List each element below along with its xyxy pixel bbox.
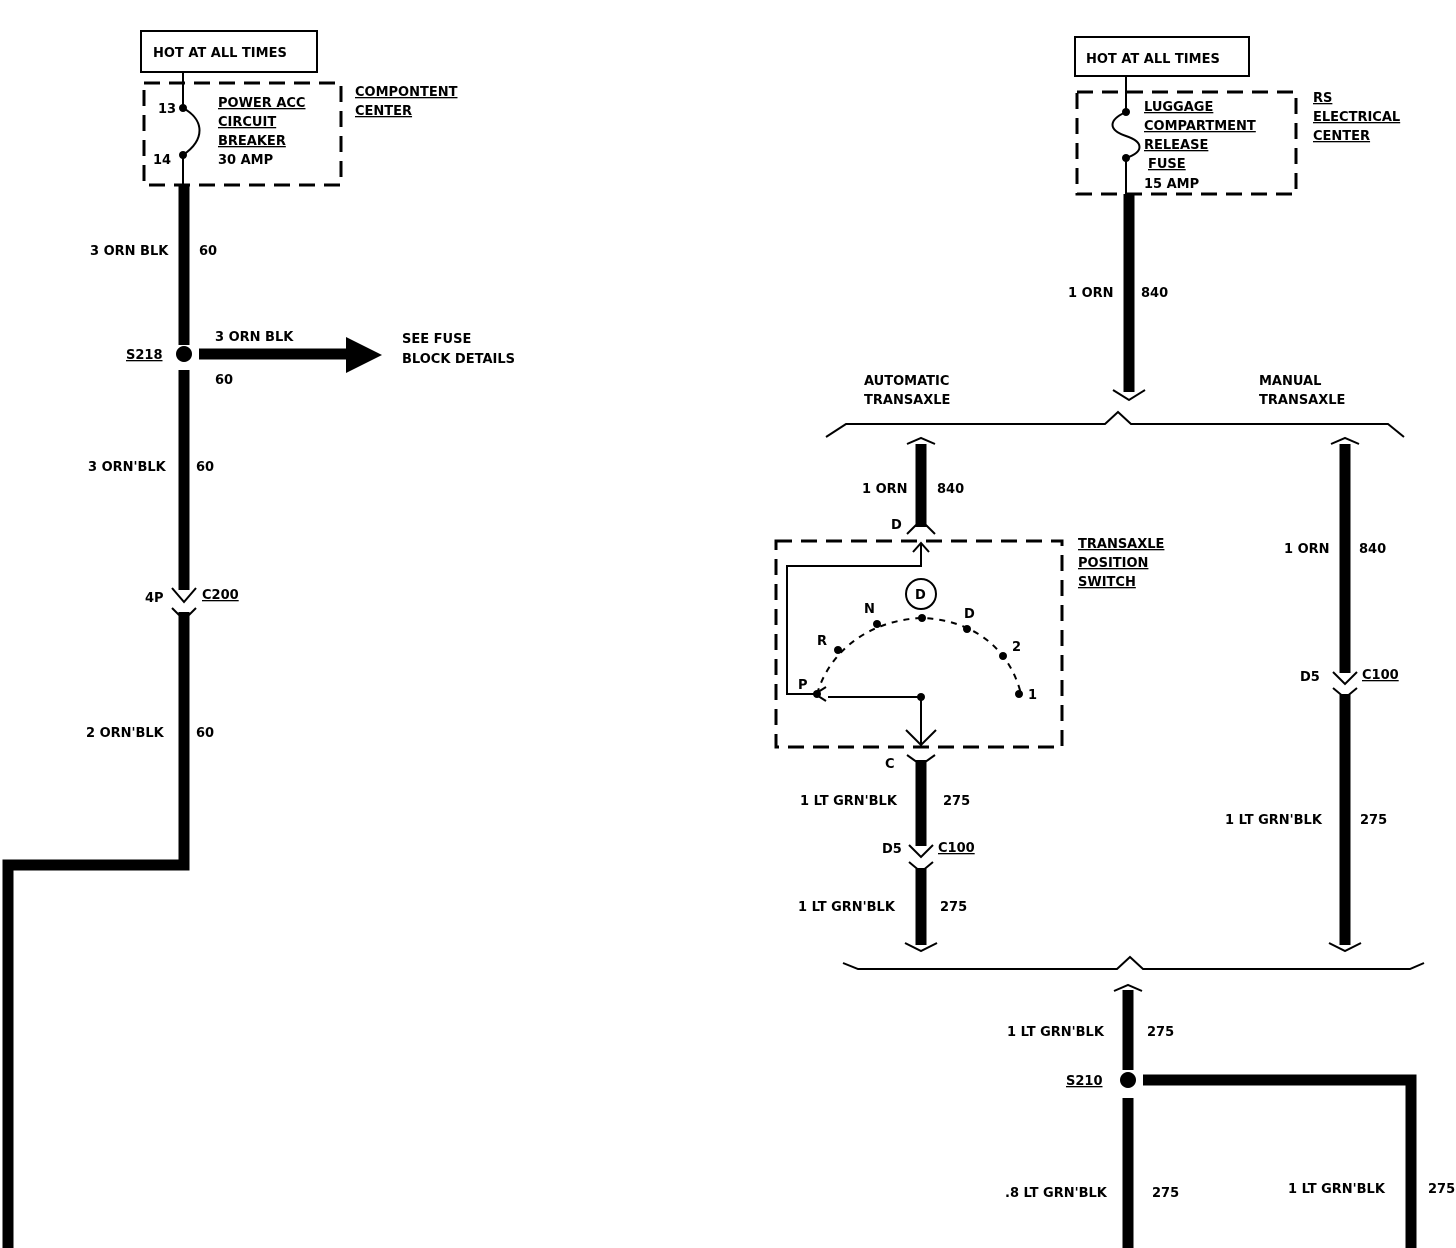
fuse-line-3: RELEASE	[1144, 138, 1208, 153]
right-source-box	[1074, 36, 1250, 77]
left-source-box	[140, 30, 318, 73]
auto-wire1-color: 1 ORN	[862, 482, 908, 497]
out-left-color: .8 LT GRN'BLK	[1005, 1186, 1108, 1201]
selected-position-circle	[905, 578, 937, 610]
auto-wire3-color: 1 LT GRN'BLK	[798, 900, 896, 915]
position-arc	[816, 616, 1022, 695]
position-p: P	[798, 678, 808, 693]
left-circuit: HOT AT ALL TIMES 13 14 POWER ACC CIRCUIT…	[2, 30, 515, 1248]
fuse-line-1: LUGGAGE	[1144, 100, 1213, 115]
position-1: 1	[1028, 688, 1037, 703]
automatic-2: TRANSAXLE	[864, 393, 950, 408]
component-center-2: CENTER	[355, 104, 412, 119]
out-left-circuit: 275	[1152, 1186, 1179, 1201]
wire2-color: 3 ORN'BLK	[88, 460, 167, 475]
wire1-color: 3 ORN BLK	[90, 244, 169, 259]
joined-circuit: 275	[1147, 1025, 1174, 1040]
wire-60-c	[2, 612, 190, 1248]
breaker-line-4: 30 AMP	[218, 153, 273, 168]
man-c100-pin: D5	[1300, 670, 1320, 685]
wire2-circuit: 60	[196, 460, 214, 475]
rs-center-2: ELECTRICAL	[1313, 110, 1400, 125]
switch-name-3: SWITCH	[1078, 575, 1136, 590]
auto-c100-pin: D5	[882, 842, 902, 857]
man-wire1-circuit: 840	[1359, 542, 1386, 557]
fuse-line-2: COMPARTMENT	[1144, 119, 1256, 134]
fuse-symbol	[1111, 111, 1141, 159]
position-n: N	[864, 602, 875, 617]
option-bracket-bottom	[842, 955, 1425, 970]
see-fuse-1: SEE FUSE	[402, 332, 471, 347]
wire1-circuit: 60	[199, 244, 217, 259]
position-r: R	[817, 634, 827, 649]
transaxle-switch-box	[774, 539, 1064, 749]
auto-c100-male	[908, 844, 934, 859]
rs-center-3: CENTER	[1313, 129, 1370, 144]
right-source-label: HOT AT ALL TIMES	[1086, 52, 1220, 67]
c200-label: C200	[202, 588, 239, 603]
main-circuit: 840	[1141, 286, 1168, 301]
man-wire2-circuit: 275	[1360, 813, 1387, 828]
branch-circuit: 60	[215, 373, 233, 388]
breaker-line-2: CIRCUIT	[218, 115, 276, 130]
wire3-circuit: 60	[196, 726, 214, 741]
branch-color: 3 ORN BLK	[215, 330, 294, 345]
automatic-1: AUTOMATIC	[864, 374, 949, 389]
manual-1: MANUAL	[1259, 374, 1321, 389]
fuse-line-5: 15 AMP	[1144, 177, 1199, 192]
right-circuit: HOT AT ALL TIMES LUGGAGE COMPARTMENT REL…	[774, 36, 1455, 1248]
position-2: 2	[1012, 640, 1021, 655]
option-bracket-top	[825, 410, 1405, 438]
manual-2: TRANSAXLE	[1259, 393, 1345, 408]
auto-c100-label: C100	[938, 841, 975, 856]
splice-s210-label: S210	[1066, 1074, 1103, 1089]
splice-s210	[1120, 1072, 1136, 1088]
joined-color: 1 LT GRN'BLK	[1007, 1025, 1105, 1040]
out-wire-right	[1143, 1074, 1417, 1248]
selected-position: D	[915, 588, 926, 603]
splice-s218-label: S218	[126, 348, 163, 363]
see-fuse-2: BLOCK DETAILS	[402, 352, 515, 367]
man-wire2-color: 1 LT GRN'BLK	[1225, 813, 1323, 828]
terminal-13: 13	[158, 102, 176, 117]
component-center-1: COMPONTENT	[355, 85, 458, 100]
rs-center-1: RS	[1313, 91, 1332, 106]
auto-wire2-circuit: 275	[943, 794, 970, 809]
main-color: 1 ORN	[1068, 286, 1114, 301]
c200-pin: 4P	[145, 591, 164, 606]
breaker-line-3: BREAKER	[218, 134, 286, 149]
out-right-color: 1 LT GRN'BLK	[1288, 1182, 1386, 1197]
wire3-color: 2 ORN'BLK	[86, 726, 165, 741]
fuse-box	[1075, 90, 1298, 196]
man-c100-label: C100	[1362, 668, 1399, 683]
breaker-symbol	[182, 107, 201, 156]
switch-name-2: POSITION	[1078, 556, 1148, 571]
pin-c: C	[885, 757, 895, 772]
auto-wire1-circuit: 840	[937, 482, 964, 497]
fuse-line-4: FUSE	[1148, 157, 1186, 172]
man-c100-male	[1332, 671, 1358, 686]
splice-s218	[176, 346, 192, 362]
out-right-circuit: 275	[1428, 1182, 1455, 1197]
switch-name-1: TRANSAXLE	[1078, 537, 1164, 552]
auto-wire2-color: 1 LT GRN'BLK	[800, 794, 898, 809]
branch-arrow	[346, 337, 382, 373]
auto-wire3-circuit: 275	[940, 900, 967, 915]
switch-feed	[786, 543, 922, 695]
terminal-14: 14	[153, 153, 171, 168]
man-wire1-color: 1 ORN	[1284, 542, 1330, 557]
pin-d: D	[891, 518, 902, 533]
connector-c200-male	[171, 587, 197, 604]
breaker-line-1: POWER ACC	[218, 96, 305, 111]
position-d: D	[964, 607, 975, 622]
left-source-label: HOT AT ALL TIMES	[153, 46, 287, 61]
